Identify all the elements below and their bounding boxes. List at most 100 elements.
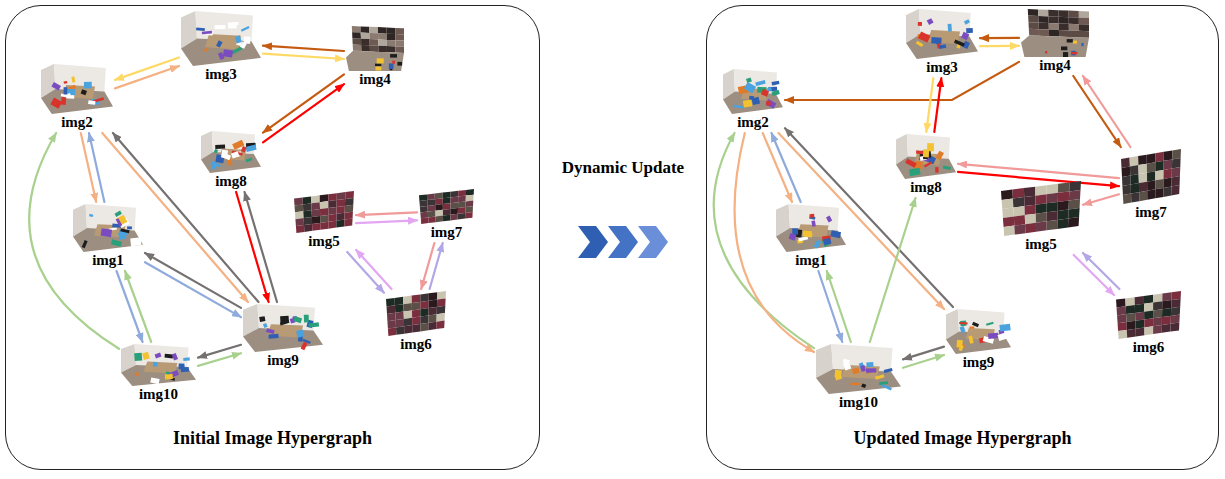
image-label: img9 (243, 352, 323, 369)
pixel-patch (428, 322, 436, 331)
pixel-patch (1047, 202, 1058, 212)
pixel-patch (428, 205, 436, 212)
clutter-object (1061, 47, 1067, 51)
pixel-patch (328, 193, 337, 201)
clutter-object (216, 40, 222, 47)
pixel-patch (404, 325, 412, 334)
hyperedge-arrow (81, 133, 96, 202)
pixel-patch (395, 46, 404, 53)
pixel-patch (1171, 315, 1180, 324)
pixel-patch (387, 34, 396, 41)
scene-image (121, 344, 196, 386)
clutter-object (803, 232, 813, 238)
pixel-patch (1058, 201, 1069, 211)
pixel-patch (387, 305, 396, 314)
clutter-object (266, 328, 275, 334)
clutter-object (259, 316, 265, 322)
pixel-patch (387, 320, 396, 329)
image-label: img6 (1116, 339, 1181, 356)
clutter-object (1081, 43, 1083, 46)
pixel-patch (1069, 181, 1081, 191)
pixel-patch (387, 46, 396, 53)
pixel-patch (1079, 11, 1089, 18)
clutter-object (71, 76, 75, 82)
pixel-patch (419, 194, 427, 201)
clutter-object (966, 28, 973, 33)
clutter-object (765, 99, 776, 109)
clutter-object (302, 339, 310, 344)
pixel-patch (388, 328, 397, 337)
pixel-patch (1048, 10, 1058, 17)
pixel-patch (320, 215, 328, 223)
pixel-patch (420, 206, 428, 213)
image-node: img3 (906, 9, 978, 76)
clutter-object (1045, 51, 1047, 53)
pixel-patch (404, 318, 412, 327)
pixel-patch (1155, 161, 1163, 172)
pixel-patch (429, 300, 438, 309)
clutter-object (153, 362, 158, 367)
scene-image (723, 69, 783, 114)
pixel-patch (1122, 176, 1131, 187)
image-label: img1 (776, 252, 846, 269)
clutter-object (376, 67, 382, 71)
pixel-patch (458, 190, 466, 197)
clutter-object (397, 62, 402, 66)
pixel-patch (1147, 180, 1155, 190)
hyperedge-arrow (263, 74, 344, 132)
pixel-patch (1125, 297, 1135, 306)
hypergraph-panel: Updated Image Hypergraphimg1img2img3img4… (706, 5, 1219, 470)
pixel-patch (465, 206, 473, 213)
pixel-patch (1036, 221, 1047, 232)
clutter-object (935, 167, 939, 173)
pixel-patch (1122, 185, 1131, 196)
clutter-object (964, 19, 970, 25)
pixel-patch (1130, 156, 1139, 166)
pixel-patch (437, 298, 446, 307)
hyperedge-arrow (958, 172, 1119, 186)
clutter-object (866, 368, 876, 373)
image-node: img4 (1021, 9, 1089, 74)
pixel-patch (1058, 182, 1070, 192)
clutter-object (377, 58, 384, 63)
clutter-object (733, 105, 744, 109)
pixel-patch (311, 202, 320, 210)
clutter-object (959, 322, 968, 325)
clutter-object (1073, 41, 1077, 44)
pixel-patch (437, 313, 445, 322)
pixel-patch (420, 316, 428, 325)
pixel-patch (395, 297, 404, 306)
pixel-patch (395, 312, 404, 321)
clutter-object (881, 384, 892, 391)
pixel-patch (1162, 308, 1171, 317)
pixel-patch (1038, 9, 1048, 16)
clutter-object (1072, 52, 1078, 54)
pixel-patch (295, 218, 304, 226)
image-label: img4 (346, 71, 404, 88)
clutter-object (268, 334, 278, 339)
clutter-object (244, 37, 251, 44)
pixel-patch (466, 201, 474, 208)
image-label: img2 (41, 114, 113, 131)
hyperedge-arrow (714, 133, 814, 348)
pixel-patch (1049, 30, 1059, 37)
pixel-patch (1069, 30, 1079, 37)
pixel-patch (1164, 150, 1173, 160)
pixel-patch (443, 209, 451, 216)
pixel-patch (437, 291, 446, 300)
pixel-patch (1144, 326, 1153, 335)
clutter-object (50, 97, 62, 108)
clutter-object (89, 214, 93, 217)
clutter-object (823, 238, 831, 246)
clutter-object (172, 353, 178, 361)
clutter-object (293, 316, 302, 323)
hypergraph-panel: Initial Image Hypergraphimg1img2img3img4… (5, 5, 540, 470)
clutter-object (809, 214, 814, 218)
pixel-patch (1069, 24, 1079, 31)
pixel-patch (361, 26, 370, 33)
hyperedge-arrow (785, 128, 953, 307)
clutter-object (196, 27, 205, 31)
pixel-patch (435, 210, 443, 217)
clutter-object (241, 26, 250, 32)
pixel-patch (421, 217, 429, 224)
